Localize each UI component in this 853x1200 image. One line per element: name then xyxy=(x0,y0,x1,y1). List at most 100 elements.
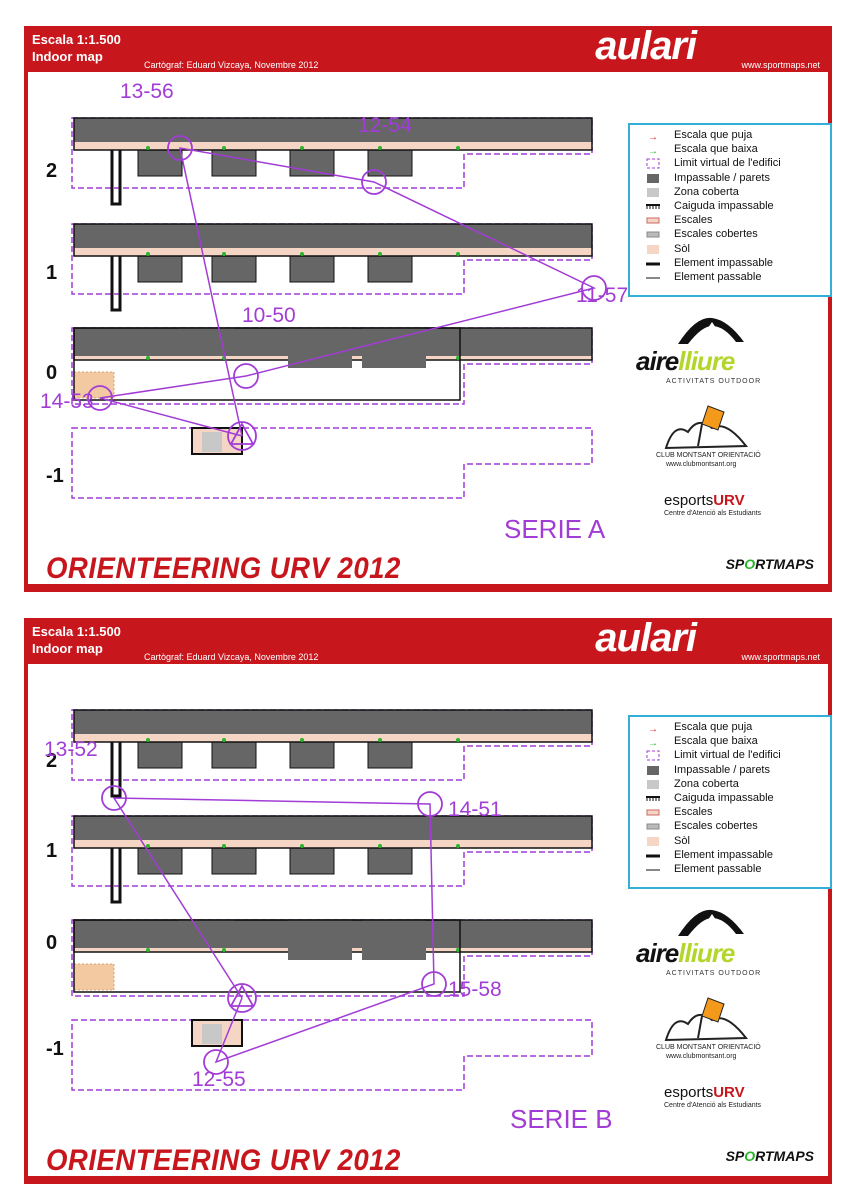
down-stair-marker xyxy=(456,146,460,150)
room-block xyxy=(211,255,257,283)
cartographer-credit: Cartògraf: Eduard Vizcaya, Novembre 2012 xyxy=(144,60,319,70)
stair-wall xyxy=(110,848,122,904)
dashed-box-icon xyxy=(646,158,660,169)
down-stair-marker xyxy=(456,252,460,256)
svg-text:→: → xyxy=(648,146,658,155)
map-scale: Escala 1:1.500 xyxy=(32,624,121,639)
down-stair-marker xyxy=(146,252,150,256)
esports-text: esports xyxy=(664,1084,714,1101)
wall-block xyxy=(362,328,426,368)
covered-zone xyxy=(202,1024,222,1044)
cartographer-credit: Cartògraf: Eduard Vizcaya, Novembre 2012 xyxy=(144,652,319,662)
red-arrow-icon: → xyxy=(648,724,658,733)
building-limit xyxy=(71,223,593,295)
down-stair-marker xyxy=(146,356,150,360)
sportmaps-url[interactable]: www.sportmaps.net xyxy=(741,60,820,70)
control-label: 14-53 xyxy=(40,390,94,413)
down-stair-marker xyxy=(146,146,150,150)
esports-urv-logo: esportsURV xyxy=(664,1084,745,1101)
aire-subtitle: ACTIVITATS OUTDOOR xyxy=(666,378,762,385)
covered-stairs-icon xyxy=(646,823,660,830)
floor-plan xyxy=(71,117,607,499)
floor-1 xyxy=(71,815,593,904)
floor-label: 1 xyxy=(46,840,58,862)
lliure-text: lliure xyxy=(678,346,735,376)
thin-line-icon xyxy=(646,277,660,279)
legend-label: Zona coberta xyxy=(674,185,739,198)
wall-band xyxy=(74,816,592,840)
floor-label: -1 xyxy=(46,465,64,487)
control-circle xyxy=(167,135,193,161)
floor-label: 2 xyxy=(46,160,58,182)
stairs-icon xyxy=(646,217,660,224)
club-emblem-icon xyxy=(664,997,748,1042)
down-stair-marker xyxy=(456,738,460,742)
finish-circle xyxy=(227,983,257,1013)
legend-label: Sòl xyxy=(674,834,690,847)
room-block xyxy=(137,255,183,283)
legend-label: Limit virtual de l'edifici xyxy=(674,749,781,762)
sportmaps-url[interactable]: www.sportmaps.net xyxy=(741,652,820,662)
club-url[interactable]: www.clubmontsant.org xyxy=(666,1053,737,1060)
map-scale: Escala 1:1.500 xyxy=(32,32,121,47)
legend-label: Impassable / parets xyxy=(674,763,770,776)
down-stair-marker xyxy=(300,146,304,150)
map-sheet-1: Escala 1:1.500 Indoor map Cartògraf: Edu… xyxy=(24,24,832,592)
building-plan xyxy=(71,709,593,1091)
building-limit xyxy=(71,709,593,781)
club-url[interactable]: www.clubmontsant.org xyxy=(666,461,737,468)
thick-line-icon xyxy=(646,262,660,266)
down-stair-marker xyxy=(222,146,226,150)
club-name: CLUB MONTSANT ORIENTACIÓ xyxy=(656,452,761,459)
legend-label: Limit virtual de l'edifici xyxy=(674,157,781,170)
course xyxy=(101,785,447,1075)
down-stair-marker xyxy=(146,948,150,952)
control-label: 13-52 xyxy=(44,738,98,761)
floor-label: 2 xyxy=(46,750,58,772)
aire-lliure-logo: airelliure ACTIVITATS OUTDOOR xyxy=(636,904,786,984)
room-block xyxy=(137,149,183,177)
svg-text:→: → xyxy=(648,724,658,733)
dashed-box-icon xyxy=(646,750,660,761)
series-label: SERIE B xyxy=(510,1104,613,1134)
urv-text: URV xyxy=(713,492,745,509)
map-subtitle: Indoor map xyxy=(32,49,103,64)
down-stair-marker xyxy=(378,146,382,150)
floor-1 xyxy=(71,223,593,312)
down-stair-marker xyxy=(378,844,382,848)
room-block xyxy=(367,149,413,177)
floor-3 xyxy=(71,427,593,499)
stairs-icon xyxy=(646,809,660,816)
control-circle xyxy=(87,385,113,411)
down-stair-marker xyxy=(146,844,150,848)
room-block xyxy=(289,847,335,875)
control-label: 15-58 xyxy=(448,978,502,1001)
map-subtitle: Indoor map xyxy=(32,641,103,656)
club-emblem-icon xyxy=(664,405,748,450)
control-label: 12-55 xyxy=(192,1068,246,1091)
urv-text: URV xyxy=(713,1084,745,1101)
wall-band xyxy=(74,710,592,734)
start-triangle-icon xyxy=(229,422,255,445)
esports-urv-logo: esportsURV xyxy=(664,492,745,509)
legend-label: Escales cobertes xyxy=(674,820,758,833)
green-arrow-icon: → xyxy=(648,738,658,747)
control-circle xyxy=(417,791,443,817)
stair-wall xyxy=(110,150,122,206)
course-line xyxy=(99,147,597,437)
down-stair-marker xyxy=(300,844,304,848)
map-brand-title: aulari xyxy=(595,24,697,68)
room-block xyxy=(367,847,413,875)
legend-label: Escala que puja xyxy=(674,721,753,733)
svg-text:→: → xyxy=(648,132,658,141)
sportmaps-logo: SPORTMAPS xyxy=(725,556,814,572)
wall-block xyxy=(178,328,234,356)
down-stair-marker xyxy=(300,252,304,256)
club-montsant-logo: CLUB MONTSANT ORIENTACIÓ www.clubmontsan… xyxy=(656,402,776,482)
series-label: SERIE A xyxy=(504,514,606,544)
building-limit xyxy=(71,427,593,499)
sportmaps-logo: SPORTMAPS xyxy=(725,1148,814,1164)
